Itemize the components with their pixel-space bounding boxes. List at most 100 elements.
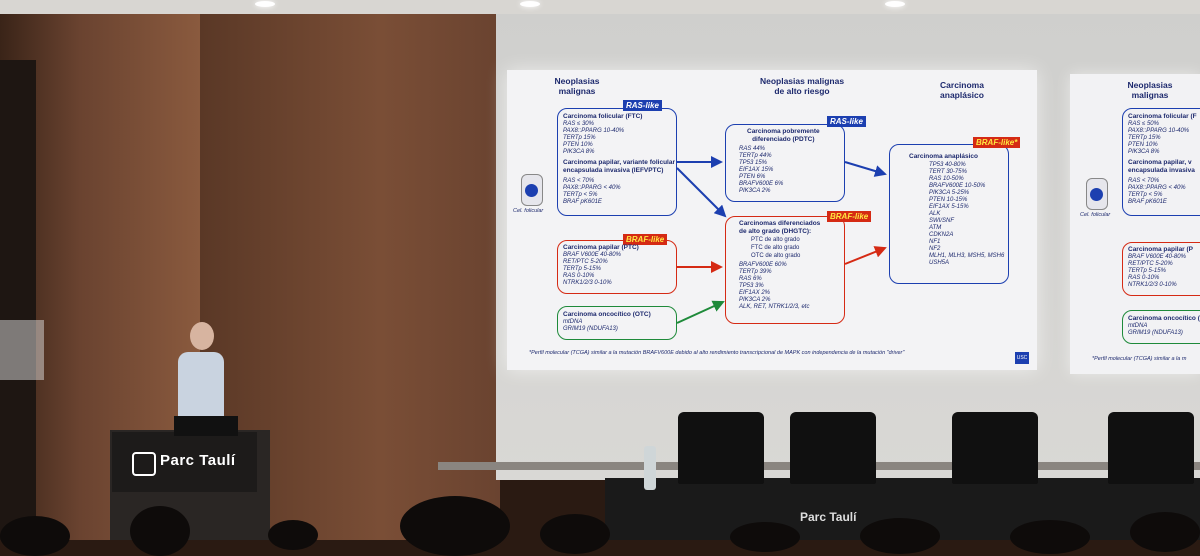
usc-logo: USC — [1015, 352, 1029, 364]
ftc-line: RAS ≤ 30% — [563, 121, 594, 127]
atc-line: ATM — [929, 225, 942, 231]
audience-head — [130, 506, 190, 556]
ptc-line: TERTp 5-15% — [1128, 268, 1166, 274]
ftc-line: PTEN 10% — [1128, 142, 1158, 148]
chair — [1108, 412, 1194, 484]
dhgtc-line: BRAFV600E 60% — [739, 262, 787, 268]
atc-line: PTEN 10-15% — [929, 197, 968, 203]
ceiling-light — [885, 1, 905, 7]
atc-line: EIF1AX 5-15% — [929, 204, 969, 210]
speaker — [178, 322, 226, 422]
ptc-line: TERTp 5-15% — [563, 266, 601, 272]
iefvptc-line: BRAF pK601E — [1128, 199, 1167, 205]
stage-brand: Parc Taulí — [800, 510, 857, 524]
atc-line: BRAFV600E 10-50% — [929, 183, 986, 189]
pdtc-line: EIF1AX 15% — [739, 167, 774, 173]
water-bottle — [644, 446, 656, 490]
ptc-line: NTRK1/2/3 0-10% — [563, 280, 612, 286]
otc-line: GRIM19 (NDUFA13) — [563, 326, 618, 332]
dhgtc-box — [725, 216, 845, 324]
audience-head — [1010, 520, 1090, 554]
ptc-line: RAS 0-10% — [563, 273, 595, 279]
laptop — [174, 416, 238, 436]
podium-panel — [112, 432, 257, 492]
ras-like-tag: RAS-like — [623, 100, 662, 111]
footnote: *Perfil molecular (TCGA) similar a la m — [1092, 356, 1187, 362]
dhgtc-sub: PTC de alto grado — [751, 237, 800, 243]
audience-head — [860, 518, 940, 554]
atc-line: MLH1, MLH3, MSH5, MSH6 — [929, 253, 1005, 259]
ftc-line: PAX8::PPARG 10-40% — [563, 128, 625, 134]
ftc-line: RAS ≤ 50% — [1128, 121, 1159, 127]
ceiling-light — [255, 1, 275, 7]
iefvptc-title: Carcinoma papilar, v encapsulada invasiv… — [1128, 159, 1195, 174]
otc-title: Carcinoma oncocítico ( — [1128, 315, 1200, 322]
dhgtc-line: PIK3CA 2% — [739, 297, 771, 303]
pdtc-line: RAS 44% — [739, 146, 766, 152]
iefvptc-line: PAX8::PPARG < 40% — [1128, 185, 1186, 191]
ftc-line: TERTp 15% — [1128, 135, 1161, 141]
iefvptc-line: TERTp < 5% — [1128, 192, 1163, 198]
ftc-title: Carcinoma folicular (F — [1128, 113, 1197, 120]
chair — [790, 412, 876, 484]
audience-head — [0, 516, 70, 556]
audience-head — [540, 514, 610, 554]
iefvptc-line: RAS < 70% — [1128, 178, 1160, 184]
col1-title: Neoplasias malignas — [1127, 80, 1173, 100]
ftc-line: TERTp 15% — [563, 135, 596, 141]
ftc-line: PAX8::PPARG 10-40% — [1128, 128, 1190, 134]
atc-line: NF2 — [929, 246, 941, 252]
projected-slide: Neoplasias malignas Neoplasias malignas … — [507, 70, 1037, 370]
ftc-line: PTEN 10% — [563, 142, 593, 148]
podium-brand: Parc Taulí — [160, 452, 236, 469]
otc-line: GRIM19 (NDUFA13) — [1128, 330, 1183, 336]
otc-box — [1122, 310, 1200, 344]
dhgtc-title: Carcinomas diferenciados de alto grado (… — [739, 220, 821, 235]
chair — [678, 412, 764, 484]
dhgtc-line: TP53 3% — [739, 283, 764, 289]
atc-line: CDKN2A — [929, 232, 954, 238]
ftc-line: PIK3CA 8% — [1128, 149, 1160, 155]
dhgtc-sub: OTC de alto grado — [751, 253, 801, 259]
dhgtc-line: TERTp 39% — [739, 269, 772, 275]
ptc-line: BRAF V600E 40-80% — [1128, 254, 1186, 260]
braf-like-low-box — [1122, 242, 1200, 296]
audience-head — [730, 522, 800, 552]
otc-box — [557, 306, 677, 340]
pdtc-line: BRAFV600E 6% — [739, 181, 784, 187]
otc-title: Carcinoma oncocítico (OTC) — [563, 311, 651, 318]
iefvptc-line: RAS < 70% — [563, 178, 595, 184]
pdtc-box — [725, 124, 845, 202]
pdtc-title: Carcinoma pobremente diferenciado (PDTC) — [747, 128, 820, 143]
wall-sign — [0, 320, 44, 380]
atc-line: USH5A — [929, 260, 950, 266]
ceiling-light — [520, 1, 540, 7]
iefvptc-line: PAX8::PPARG < 40% — [563, 185, 621, 191]
atc-line: TP53 40-80% — [929, 162, 966, 168]
arrow — [676, 300, 725, 324]
col1-title: Neoplasias malignas — [554, 76, 600, 96]
ras-like-low-box — [557, 108, 677, 216]
dhgtc-line: RAS 6% — [739, 276, 762, 282]
chair — [952, 412, 1038, 484]
atc-line: PIK3CA 5-25% — [929, 190, 970, 196]
braf-like-low-box — [557, 240, 677, 294]
ptc-title: Carcinoma papilar (P — [1128, 246, 1194, 253]
ptc-line: RET/PTC 5-20% — [563, 259, 608, 265]
ftc-line: PIK3CA 8% — [563, 149, 595, 155]
atc-line: RAS 10-50% — [929, 176, 964, 182]
braf-like-tag: BRAF-like — [827, 211, 872, 222]
dhgtc-line: EIF1AX 2% — [739, 290, 771, 296]
arrow — [844, 161, 887, 177]
arrow — [844, 246, 887, 265]
pdtc-line: TP53 15% — [739, 160, 768, 166]
logo-icon — [132, 452, 156, 476]
ceiling — [0, 0, 1200, 14]
atc-line: SWI/SNF — [929, 218, 954, 224]
footnote: *Perfil molecular (TCGA) similar a la mu… — [529, 350, 905, 356]
ptc-line: BRAF V600E 40-80% — [563, 252, 621, 258]
ptc-title: Carcinoma papilar (PTC) — [563, 244, 639, 251]
iefvptc-line: BRAF pK601E — [563, 199, 602, 205]
cell-label: Cel. folicular — [1080, 212, 1111, 218]
pdtc-line: PTEN 6% — [739, 174, 766, 180]
